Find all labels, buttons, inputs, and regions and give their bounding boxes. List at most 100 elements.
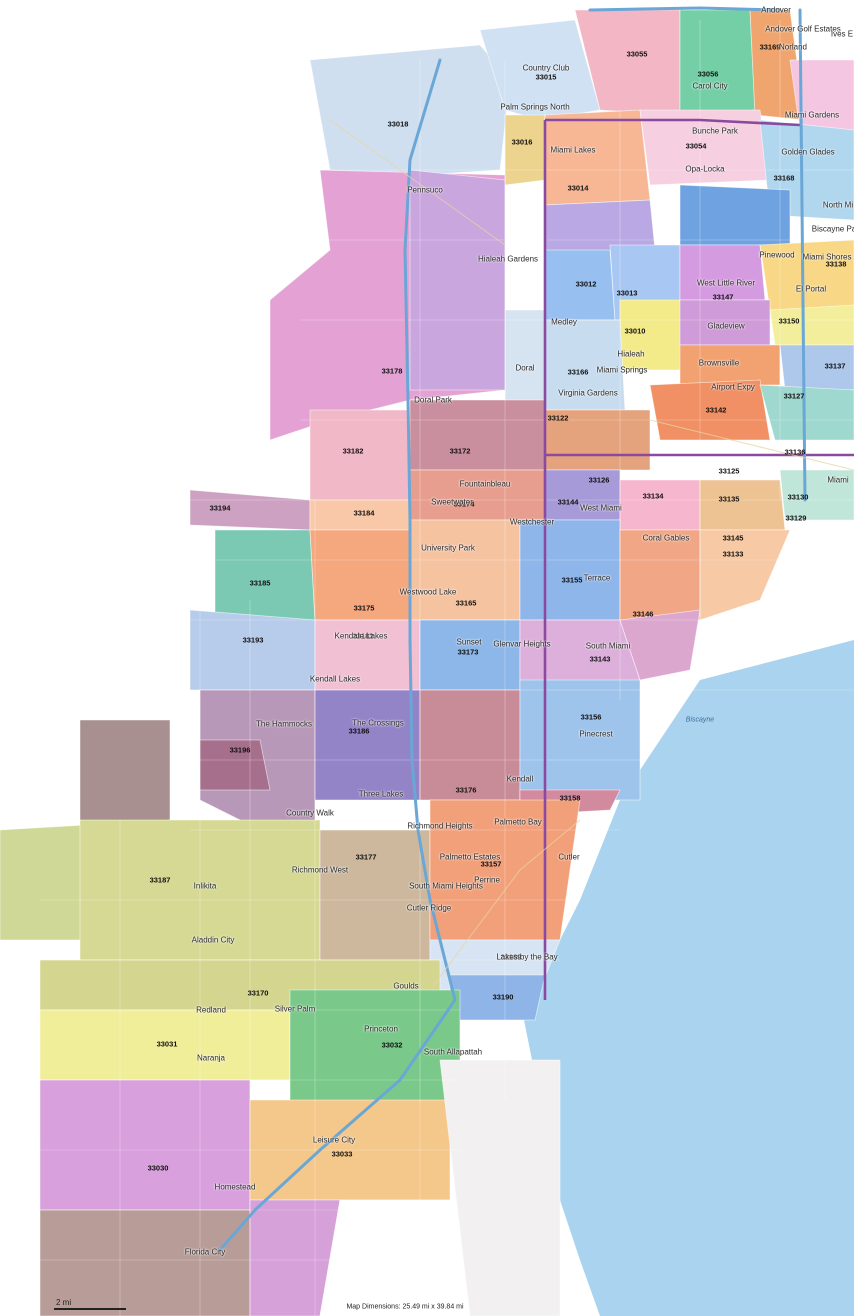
place-label: Palm Springs North [500,102,570,112]
place-label: Virginia Gardens [558,388,618,398]
zip-label: 33055 [626,49,648,59]
place-label: Pinewood [759,250,795,260]
zip-label: 33184 [353,508,375,518]
zip-label: 33012 [575,279,597,289]
zip-label: 33018 [387,119,409,129]
place-label: Princeton [364,1024,398,1034]
zip-label: 33145 [722,533,744,543]
zip-label: 33174 [453,499,475,509]
place-label: Airport Expy [711,382,755,392]
zip-label: 33196 [229,745,251,755]
place-label: Miami Springs [596,365,648,375]
place-label: Carol City [692,81,728,91]
place-label: Sunset [456,637,482,647]
place-label: Pennsuco [407,185,443,195]
zip-label: 33146 [632,609,654,619]
place-label: Miami Shores [802,252,852,262]
place-label: Fountainbleau [459,479,511,489]
place-label: Coral Gables [642,533,690,543]
zip-label: 33178 [381,366,403,376]
place-label: North Mi [822,200,854,210]
zip-label: 33033 [331,1149,353,1159]
zip-label: 33010 [624,326,646,336]
zip-label: 33122 [547,413,569,423]
place-label: West Little River [696,278,756,288]
place-label: The Hammocks [255,719,313,729]
place-label: Miami Gardens [784,110,840,120]
place-label: Biscayne Pa [811,224,854,234]
zip-label: 33137 [824,361,846,371]
scale-bar: 2 mi [54,1298,126,1312]
place-label: Aladdin City [191,935,235,945]
place-label: Silver Palm [274,1004,316,1014]
place-label: Miami Lakes [550,145,596,155]
zip-label: 33194 [209,503,231,513]
place-label: Westwood Lake [399,587,457,597]
place-label: Glenvar Heights [493,639,551,649]
zip-label: 33125 [718,466,740,476]
place-label: Kendale Lakes [334,631,388,641]
place-label: Miami [827,475,849,485]
zip-label: 33175 [353,603,375,613]
zip-label: 33173 [457,647,479,657]
zip-label: 33186 [348,726,370,736]
place-label: South Miami [585,641,631,651]
place-label: Golden Glades [781,147,835,157]
place-label: Goulds [393,981,419,991]
zip-label: 33168 [773,173,795,183]
place-label: Richmond Heights [407,821,473,831]
zip-label: 33158 [559,793,581,803]
place-label: South Allapattah [423,1047,483,1057]
zip-label: 33127 [783,391,805,401]
place-label: Perrine [474,875,500,885]
zip-zones [0,9,854,1316]
place-label: El Portal [795,284,827,294]
zip-label: 33016 [511,137,533,147]
zip-label: 33193 [242,635,264,645]
zip-label: 33135 [718,494,740,504]
zip-label: 33189 [500,952,522,962]
place-label: Lakes by the Bay [496,952,558,962]
place-label: Bunche Park [692,126,738,136]
zip-label: 33166 [567,367,589,377]
zip-label: 33176 [455,785,477,795]
place-label: Kendall [506,774,534,784]
zip-label: 33177 [355,852,377,862]
zip-label: 33031 [156,1039,178,1049]
zip-label: 33172 [449,446,471,456]
place-label: Palmetto Estates [439,852,501,862]
place-label: Naranja [196,1053,226,1063]
place-label: Hialeah Gardens [477,254,539,264]
place-label: Richmond West [291,865,349,875]
place-label: Opa-Locka [685,164,725,174]
place-label: West Miami [580,503,622,513]
place-label: Pinecrest [579,729,613,739]
zip-label: 33014 [567,183,589,193]
place-label: Medley [551,317,577,327]
place-label: University Park [421,543,475,553]
place-label: Inlikita [193,881,217,891]
zip-label: 33170 [247,988,269,998]
place-label: Palmetto Bay [494,817,542,827]
zip-label: 33126 [588,475,610,485]
place-label: Gladeview [707,321,745,331]
zip-label: 33190 [492,992,514,1002]
zip-label: 33155 [561,575,583,585]
zip-label: 33147 [712,292,734,302]
place-label: Country Walk [286,808,334,818]
place-label: Country Club [522,63,570,73]
zip-label: 33133 [722,549,744,559]
zip-label: 33032 [381,1040,403,1050]
zip-label: 33134 [642,491,664,501]
zip-label: 33129 [785,513,807,523]
scale-label: 2 mi [56,1298,72,1307]
place-label: Andover [761,5,791,15]
zip-label: 33169 [759,42,781,52]
zip-label: 33056 [697,69,719,79]
place-label: Sweetwater [431,497,473,507]
place-label: Kendall Lakes [309,674,361,684]
zip-label: 33187 [149,875,171,885]
zip-label: 33030 [147,1163,169,1173]
